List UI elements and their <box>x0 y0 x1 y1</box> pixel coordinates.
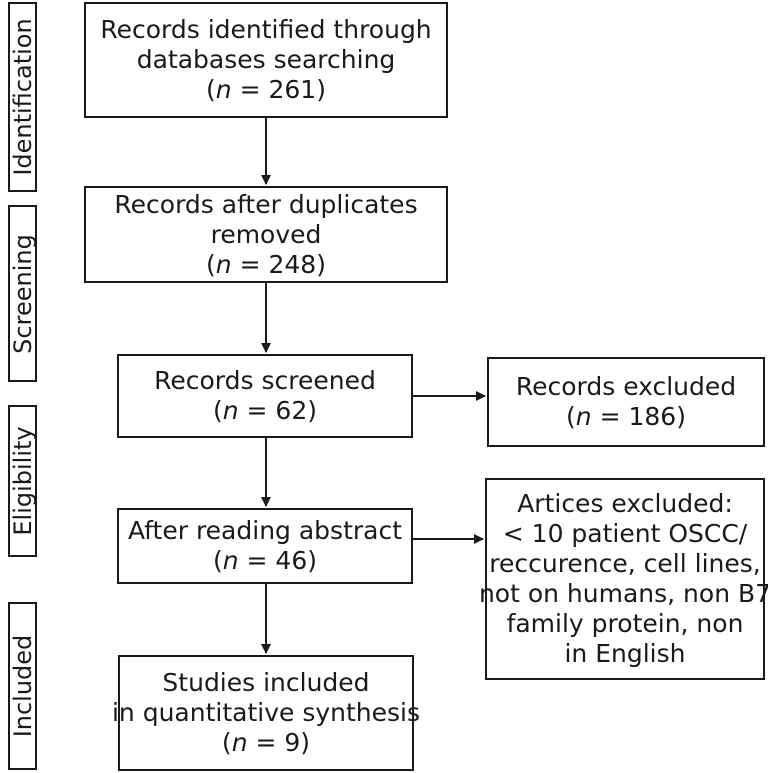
box-line: databases searching <box>136 45 396 74</box>
box-line: Records excluded <box>515 372 737 401</box>
box-line: Studies included <box>162 668 370 697</box>
box-records-screened: Records screened (n = 62) <box>117 354 413 438</box>
box-articles-excluded: Artices excluded: < 10 patient OSCC/ rec… <box>479 478 768 680</box>
box-line: Records after duplicates <box>114 189 418 219</box>
box-records-identified: Records identified through databases sea… <box>84 2 448 118</box>
box-count: (n = 261) <box>206 75 326 104</box>
box-count: (n = 186) <box>566 402 686 431</box>
box-count: (n = 9) <box>221 728 311 757</box>
box-count: (n = 46) <box>212 546 318 575</box>
box-line: family protein, non <box>506 609 744 638</box>
box-line: Records screened <box>154 366 376 395</box>
box-line: removed <box>210 219 322 249</box>
box-after-reading-abstract: After reading abstract (n = 46) <box>117 508 413 584</box>
box-records-excluded: Records excluded (n = 186) <box>487 357 765 447</box>
box-records-after-duplicates: Records after duplicates removed (n = 24… <box>84 186 448 283</box>
stage-included: Included <box>8 602 37 770</box>
box-line: Records identified through <box>100 15 432 44</box>
box-line: < 10 patient OSCC/ <box>502 519 748 548</box>
box-line: in quantitative synthesis <box>111 698 421 727</box>
box-line: After reading abstract <box>127 516 403 545</box>
box-line: Artices excluded: <box>517 489 733 518</box>
stage-eligibility: Eligibility <box>8 405 37 557</box>
box-line: in English <box>564 639 686 668</box>
box-line: reccurence, cell lines, <box>489 549 761 578</box>
box-line: not on humans, non B7 <box>478 579 768 608</box>
box-count: (n = 62) <box>212 396 318 425</box>
box-studies-included: Studies included in quantitative synthes… <box>112 655 420 771</box>
stage-identification: Identification <box>8 2 37 192</box>
box-count: (n = 248) <box>206 249 326 279</box>
stage-screening: Screening <box>8 205 37 382</box>
